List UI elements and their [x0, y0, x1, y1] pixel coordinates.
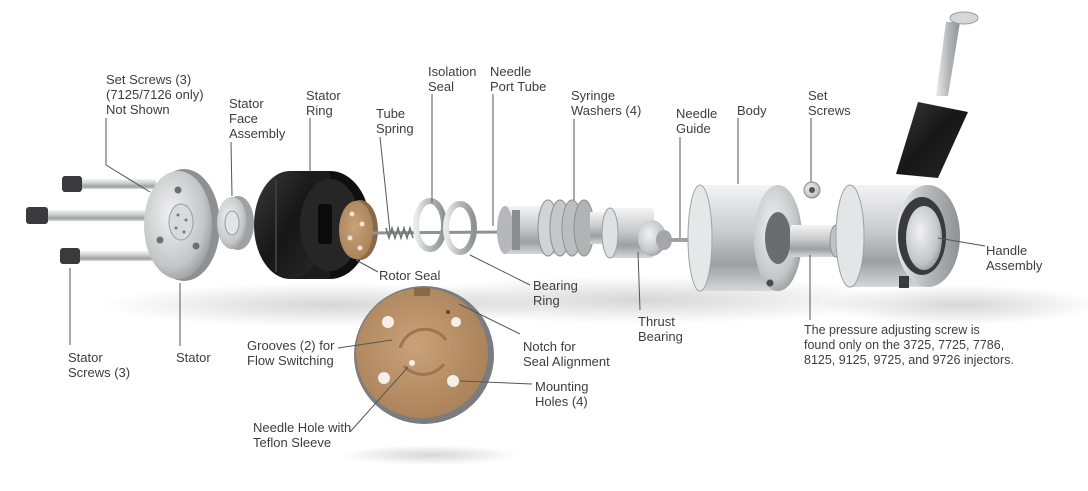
- needle-port-tube-label: Needle Port Tube: [490, 64, 547, 94]
- shadows: [100, 276, 1088, 465]
- rotor-seal-label: Rotor Seal: [379, 268, 441, 283]
- set-screws-part: [803, 181, 821, 199]
- mounting-holes-label: Mounting Holes (4): [535, 379, 589, 409]
- needle-hole-label: Needle Hole with Teflon Sleeve: [253, 420, 352, 450]
- stator-ring-label: Stator Ring: [306, 88, 341, 118]
- bearing-ring-label: Bearing Ring: [533, 278, 578, 308]
- tube-spring-label: Tube Spring: [376, 106, 414, 136]
- body-part: [687, 184, 802, 292]
- syringe-washers-label: Syringe Washers (4): [571, 88, 642, 118]
- needle-guide-label: Needle Guide: [676, 106, 718, 136]
- rotor-seal-detail: [354, 286, 494, 424]
- thrust-bearing-part: [601, 207, 672, 259]
- stator-face-assembly-part: [217, 196, 254, 250]
- isolation-seal-part: [413, 198, 477, 255]
- rotor-seal-part: [339, 200, 378, 260]
- notch-label: Notch for Seal Alignment: [523, 339, 610, 369]
- pressure-screw-note: The pressure adjusting screw is found on…: [804, 323, 1014, 367]
- thrust-bearing-label: Thrust Bearing: [638, 314, 683, 344]
- stator-screws-label: Stator Screws (3): [68, 350, 131, 380]
- tube-spring-part: [371, 225, 506, 241]
- body-label: Body: [737, 103, 767, 118]
- stator-face-assembly-label: Stator Face Assembly: [229, 96, 286, 141]
- isolation-seal-label: Isolation Seal: [428, 64, 477, 94]
- set-screws-3-label: Set Screws (3) (7125/7126 only) Not Show…: [106, 72, 204, 117]
- leader-lines: [69, 94, 986, 433]
- set-screws-label: Set Screws: [808, 88, 851, 118]
- grooves-label: Grooves (2) for Flow Switching: [247, 338, 335, 368]
- handle-assembly-label: Handle Assembly: [986, 243, 1043, 273]
- handle-assembly-part: [835, 11, 979, 288]
- stator-label: Stator: [176, 350, 211, 365]
- stator-part: [144, 169, 220, 281]
- stator-ring-part: [254, 171, 370, 279]
- pressure-adjusting-screw-part: [790, 224, 843, 258]
- stator-screws-part: [26, 176, 164, 264]
